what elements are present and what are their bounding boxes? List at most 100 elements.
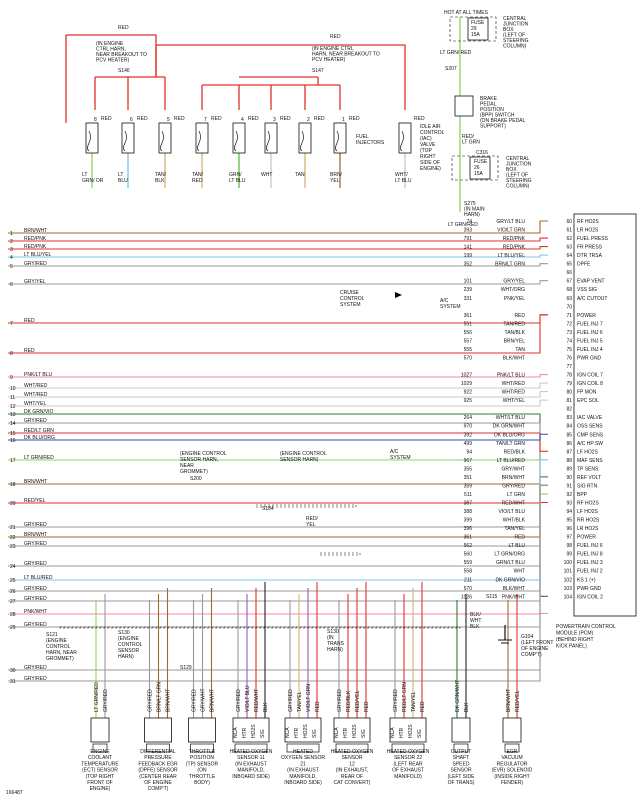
pcm-pin-number: 78 — [566, 373, 572, 379]
s130b-caption: S130 — [327, 629, 339, 635]
left-row-wire: WHT/RED — [24, 383, 48, 389]
pcm-circuit-number: 101 — [464, 279, 473, 285]
pcm-pin-number: 76 — [566, 355, 572, 361]
left-row-wire: BRN/WHT — [24, 479, 47, 485]
pcm-pin-number: 69 — [566, 296, 572, 302]
left-row-number: 11 — [10, 395, 15, 401]
injector-supply-label: RED — [174, 116, 185, 122]
pcm-pin-number: 89 — [566, 466, 572, 472]
s129-id: S129 — [180, 665, 192, 671]
pcm-wire-color: LT BLU — [509, 543, 526, 549]
left-row-wire: GRY/YEL — [24, 279, 46, 285]
ac-system-caption: SYSTEM — [440, 304, 461, 310]
left-row-number: 20 — [10, 501, 16, 507]
pcm-pin-function: IGN COIL 7 — [577, 373, 603, 379]
bus-wire — [8, 391, 548, 398]
s146-id: S146 — [118, 68, 130, 74]
left-row-wire: RED/YEL — [24, 498, 46, 504]
fuel-injector — [195, 122, 209, 154]
pcm-pin-number: 94 — [566, 509, 572, 515]
pcm-wire-color: BRN/WHT — [502, 475, 525, 481]
pcm-wire-color: LT BLU/YEL — [498, 253, 526, 259]
sensor-wire-label: GRY/RED — [393, 689, 399, 712]
sensor-body — [92, 743, 108, 753]
ac-system-caption: A/C — [390, 449, 399, 455]
g104-caption: G104 — [521, 634, 533, 640]
left-row-wire: GRY/RED — [24, 541, 47, 547]
left-row-number: 2 — [10, 239, 13, 245]
sensor-wire-label: BRN/LT GRN — [157, 682, 163, 712]
pcm-pin-number: 80 — [566, 390, 572, 396]
pcm-circuit-number: 355 — [464, 466, 473, 472]
pcm-circuit-number: 791 — [464, 236, 473, 242]
sensor-caption: SENSOR — [450, 768, 472, 774]
pcm-pin-number: 73 — [566, 330, 572, 336]
left-row-number: 17 — [10, 458, 16, 464]
g104-caption: COMP'T) — [521, 652, 542, 658]
pcm-wire-color: GRN/LT BLU — [496, 560, 525, 566]
ltgrnred-label: LT GRN/ RED — [440, 50, 472, 56]
harness-dash — [255, 504, 357, 508]
pcm-pin-function: TP SENS — [577, 466, 599, 472]
pcm-pin-number: 79 — [566, 381, 572, 387]
left-row-number: 9 — [10, 375, 13, 381]
injector-number: 1 — [342, 117, 345, 123]
left-row-wire: RED/LT GRN — [24, 428, 54, 434]
left-row-wire: RED/PNK — [24, 244, 47, 250]
s184-caption: (ENGINE CONTROL — [280, 451, 327, 457]
injector-coil-icon — [335, 130, 339, 152]
left-row-wire: GRY/RED — [24, 586, 47, 592]
pcm-circuit-number: 74 — [466, 219, 472, 225]
bpp-caption: POSITION — [480, 107, 504, 113]
pcm-circuit-number: 967 — [464, 458, 473, 464]
sensor-pin-label: NCA — [233, 727, 239, 738]
pcm-wire-color: TAN — [515, 347, 525, 353]
s130-caption: S130 — [118, 630, 130, 636]
sensor-caption: MANIFOLD) — [394, 774, 422, 780]
left-row-wire: PNK/WHT — [24, 609, 47, 615]
pcm-pin-number: 101 — [564, 569, 573, 575]
pcm-circuit-number: 556 — [464, 330, 473, 336]
sensor-caption: SENSOR 22 — [394, 755, 422, 761]
pcm-circuit-number: 557 — [464, 338, 473, 344]
sensor-caption: MANIFOLD, — [237, 768, 264, 774]
pcm-pin-number: 81 — [566, 398, 572, 404]
bus-wire — [8, 246, 548, 250]
sensor-wire-label: GRY/RED — [103, 689, 109, 712]
injector-supply-label: RED — [248, 116, 259, 122]
iac-caption: (IAC) — [420, 136, 432, 142]
pcm-circuit-number: 94 — [466, 449, 472, 455]
pcm-circuit-number: 211 — [464, 577, 472, 583]
pcm-pin-function: FUEL INJ 8 — [577, 552, 603, 558]
pcm-caption: KICK PANEL) — [556, 644, 587, 650]
sensor-wire-label: TAN/YEL — [297, 691, 303, 712]
pcm-circuit-number: 1027 — [461, 373, 472, 379]
pcm-pin-function: MAF SENS — [577, 458, 603, 464]
sensor-caption: (TOP RIGHT — [86, 774, 115, 780]
pcm-circuit-number: 970 — [464, 424, 473, 430]
left-row-number: 7 — [10, 321, 13, 327]
sensor-caption: HEATED OXYGEN — [331, 749, 374, 755]
harness-dash — [319, 552, 361, 556]
sensor-caption: ENGINE — [90, 749, 110, 755]
pcm-circuit-number: 559 — [464, 560, 473, 566]
pcm-pin-function: POWER — [577, 535, 596, 541]
bus-wire — [8, 433, 548, 441]
injector-number: 6 — [130, 117, 133, 123]
sensor-caption: SPEED — [453, 761, 470, 767]
left-row-wire: GRY/RED — [24, 561, 47, 567]
injector-wire-label: WHT — [261, 172, 272, 178]
bus-wire — [8, 382, 548, 389]
pcm-pin-function: FUEL INJ 2 — [577, 569, 603, 575]
injector-wire-label: TAN/ — [192, 172, 204, 178]
injector-supply-label: RED — [280, 116, 291, 122]
fuse-26-label: 15A — [474, 171, 484, 177]
pcm-wire-color: LT GRN — [507, 492, 525, 498]
pcm-wire-color: PNK/YEL — [504, 296, 525, 302]
pcm-wire-color: RED — [514, 313, 525, 319]
pcm-pin-number: 66 — [566, 270, 572, 276]
sensor-caption: SHAFT — [453, 755, 469, 761]
s146-caption: NEAR BREAKOUT TO — [96, 52, 147, 58]
pcm-circuit-number: 558 — [464, 569, 473, 575]
pcm-wire-color: RED/PNK — [503, 245, 526, 251]
